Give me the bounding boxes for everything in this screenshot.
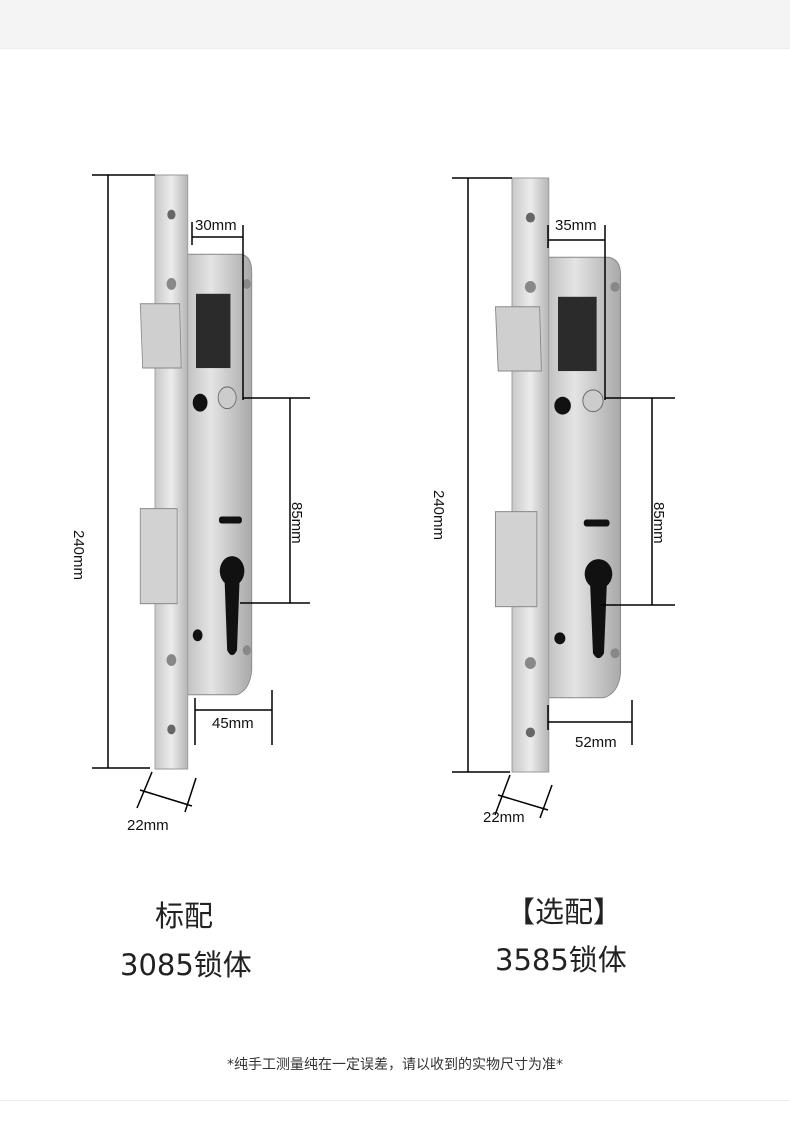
lock-3085: 240mm 30mm 85mm 45mm 22mm: [70, 174, 310, 834]
caption-optional: 【选配】: [506, 895, 623, 929]
caption-standard: 标配: [155, 899, 214, 933]
measurement-disclaimer: *纯手工测量纯在一定误差，请以收到的实物尺寸为准*: [227, 1057, 563, 1073]
dimension-lines: [452, 177, 675, 819]
backset-dimension-label: 30mm: [195, 217, 237, 234]
caption-model-3585: 3585锁体: [495, 943, 627, 977]
center-distance-label: 85mm: [288, 502, 305, 544]
caption-model-3085: 3085锁体: [120, 948, 252, 982]
backset-dimension-label: 35mm: [555, 217, 597, 234]
faceplate-width-label: 22mm: [127, 817, 169, 834]
faceplate-width-label: 22mm: [483, 809, 525, 826]
body-width-label: 45mm: [212, 715, 254, 732]
top-banner: [0, 0, 790, 49]
body-width-label: 52mm: [575, 734, 617, 751]
height-dimension-label: 240mm: [70, 530, 87, 580]
divider: [0, 1100, 790, 1101]
dimension-lines: [92, 174, 310, 813]
lock-3585: 240mm 35mm 85mm 52mm 22mm: [430, 177, 675, 826]
height-dimension-label: 240mm: [430, 490, 447, 540]
center-distance-label: 85mm: [650, 502, 667, 544]
